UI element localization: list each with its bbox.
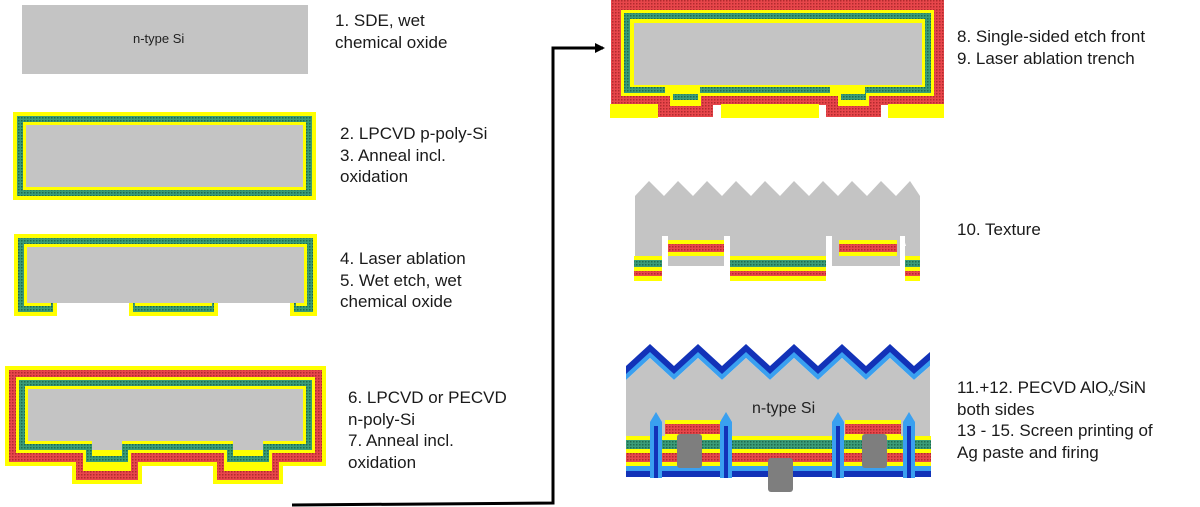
caption-line: 13 - 15. Screen printing of [957,421,1153,440]
caption-line: 5. Wet etch, wet [340,270,462,290]
caption-line: 8. Single-sided etch front [957,27,1146,46]
wafer-step-3 [14,234,317,319]
wafer-step-4 [5,366,326,484]
caption-line: both sides [957,399,1035,419]
caption-text: /SiN [1113,378,1146,397]
ag-contact [862,434,887,468]
caption-line: oxidation [348,452,417,472]
caption-line: Ag paste and firing [957,442,1099,462]
step-11-15-caption: 11.+12. PECVD AlOx/SiN both sides 13 - 1… [957,377,1153,463]
caption-line: chemical oxide [340,292,453,311]
caption-line: 11.+12. PECVD AlOx/SiN [957,377,1153,399]
caption-line: 7. Anneal incl. [348,431,454,450]
step-2-3-caption: 2. LPCVD p-poly-Si 3. Anneal incl. oxida… [340,123,487,188]
step-1-caption: 1. SDE, wet chemical oxide [335,10,447,53]
ag-contact [768,458,793,492]
caption-line: 1. SDE, wet [335,11,425,30]
caption-line: 4. Laser ablation [340,249,466,268]
caption-line: 6. LPCVD or PECVD [348,388,507,407]
step-6-7-caption: 6. LPCVD or PECVD n-poly-Si 7. Anneal in… [348,387,507,473]
caption-line: 9. Laser ablation trench [957,48,1135,68]
caption-text: 11.+12. PECVD AlO [957,378,1109,397]
caption-line: 10. Texture [957,220,1041,239]
wafer-label-n-type-si: n-type Si [752,400,816,417]
caption-subscript: x [1108,387,1114,399]
caption-line: 2. LPCVD p-poly-Si [340,124,488,143]
caption-line: oxidation [340,167,409,186]
wafer-step-2 [13,112,316,200]
step-10-caption: 10. Texture [957,219,1041,241]
wafer-label-n-type-si: n-type Si [133,31,185,46]
wafer-step-1 [22,5,308,74]
ag-contact [677,434,702,468]
wafer-step-7 [626,344,931,492]
wafer-step-6 [634,181,920,281]
caption-line: n-poly-Si [348,409,416,429]
wafer-step-5 [610,0,944,118]
step-4-5-caption: 4. Laser ablation 5. Wet etch, wet chemi… [340,248,466,313]
process-arrow [291,43,605,507]
step-8-9-caption: 8. Single-sided etch front 9. Laser abla… [957,26,1145,69]
caption-line: 3. Anneal incl. [340,145,446,165]
caption-line: chemical oxide [335,32,448,52]
